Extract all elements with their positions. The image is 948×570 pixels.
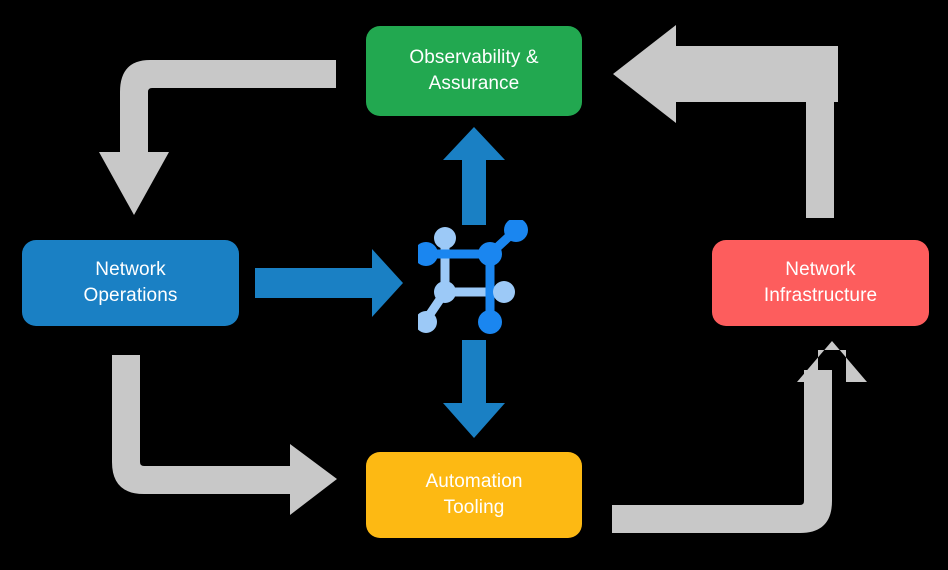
arrow-operations-to-automation xyxy=(112,355,337,515)
node-observability-and-assurance[interactable]: Observability & Assurance xyxy=(366,26,582,116)
arrow-operations-to-hub xyxy=(255,249,403,317)
node-label-automation-tooling: Automation Tooling xyxy=(425,471,523,518)
arrow-automation-to-infrastructure-stem xyxy=(804,370,832,400)
node-automation-tooling[interactable]: Automation Tooling xyxy=(366,452,582,538)
arrow-hub-to-observability xyxy=(443,127,505,225)
arrow-automation-to-infrastructure xyxy=(612,395,832,533)
arrow-hub-to-automation xyxy=(443,340,505,438)
topology-nodes xyxy=(418,220,528,334)
node-network-operations[interactable]: Network Operations xyxy=(22,240,239,326)
node-label-network-infrastructure: Network Infrastructure xyxy=(763,259,878,306)
network-topology-icon xyxy=(418,220,528,334)
node-label-observability: Observability & Assurance xyxy=(409,47,539,94)
arrow-observability-to-operations xyxy=(99,60,336,215)
node-label-network-operations: Network Operations xyxy=(83,259,178,306)
arrow-infrastructure-to-observability-head xyxy=(613,25,838,123)
node-network-infrastructure[interactable]: Network Infrastructure xyxy=(712,240,929,326)
